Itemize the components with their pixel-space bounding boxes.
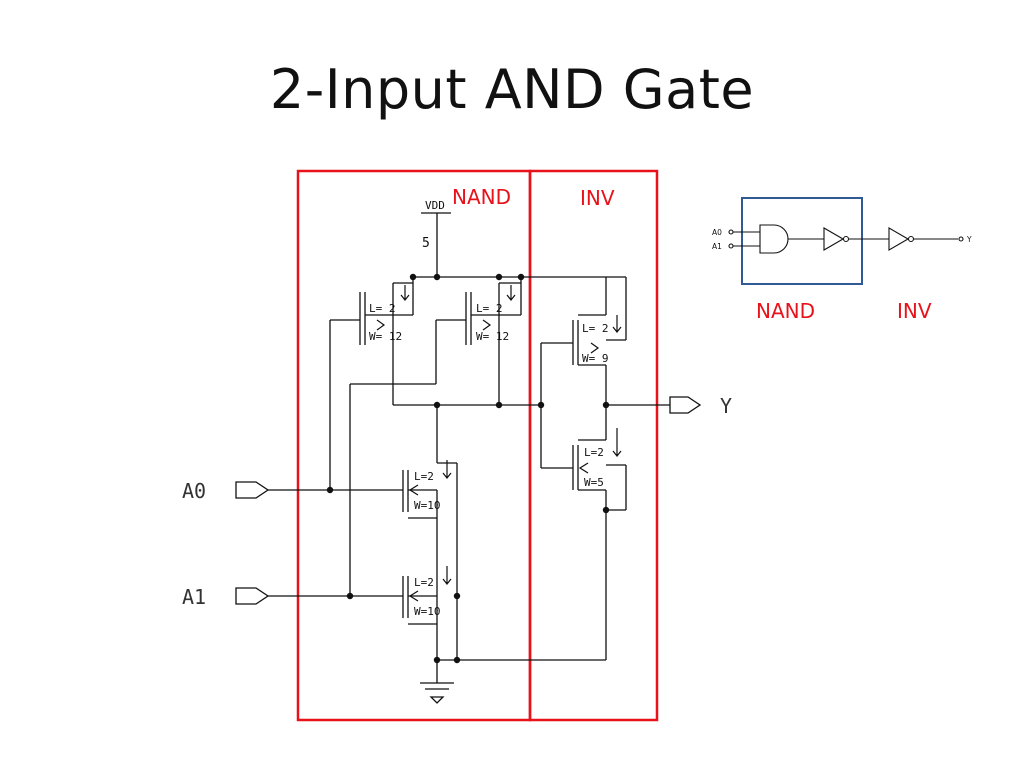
inset-logic-diagram: A0 A1 Y NAND INV	[712, 197, 972, 323]
input-label-a1: A1	[182, 585, 206, 609]
nmos-2-length: L=2	[414, 576, 434, 589]
inv-nmos-length: L=2	[584, 446, 604, 459]
inset-inverter-2-symbol	[888, 227, 910, 251]
inv-pmos-length: L= 2	[582, 322, 609, 335]
inv-pmos-width: W= 9	[582, 352, 609, 365]
nmos-1-width: W=10	[414, 499, 441, 512]
inset-and-gate-symbol	[759, 224, 789, 254]
pmos-2-width: W= 12	[476, 330, 509, 343]
inset-input-a0: A0	[712, 228, 722, 237]
input-port-a1	[235, 587, 270, 605]
junction-dots	[326, 273, 610, 664]
port-symbols	[235, 396, 702, 605]
inset-nand-box	[741, 197, 863, 285]
nand-section-box	[296, 169, 532, 722]
nmos-1-length: L=2	[414, 470, 434, 483]
pmos-1-length: L= 2	[369, 302, 396, 315]
output-label-y: Y	[720, 394, 732, 418]
inset-inv-label: INV	[897, 299, 932, 323]
inset-input-a1: A1	[712, 242, 722, 251]
inv-section-label: INV	[580, 186, 615, 210]
transistor-sizes: L= 2 W= 12 L= 2 W= 12 L=2 W=10 L=2 W=10 …	[369, 302, 609, 618]
slide-title: 2-Input AND Gate	[269, 58, 755, 121]
vdd-label: VDD	[425, 199, 445, 212]
inset-nand-label: NAND	[756, 299, 815, 323]
inset-output-y: Y	[966, 235, 972, 244]
inset-inverter-1-symbol	[823, 227, 845, 251]
nmos-2-width: W=10	[414, 605, 441, 618]
nand-section-label: NAND	[452, 185, 511, 209]
wires	[268, 212, 670, 704]
input-port-a0	[235, 481, 270, 499]
output-port-y	[669, 396, 702, 414]
pmos-1-width: W= 12	[369, 330, 402, 343]
input-label-a0: A0	[182, 479, 206, 503]
section-boxes	[296, 169, 659, 722]
vdd-value: 5	[422, 236, 430, 251]
transistor-arrows	[376, 285, 622, 602]
pmos-2-length: L= 2	[476, 302, 503, 315]
inv-nmos-width: W=5	[584, 476, 604, 489]
inv-section-box	[528, 169, 659, 722]
